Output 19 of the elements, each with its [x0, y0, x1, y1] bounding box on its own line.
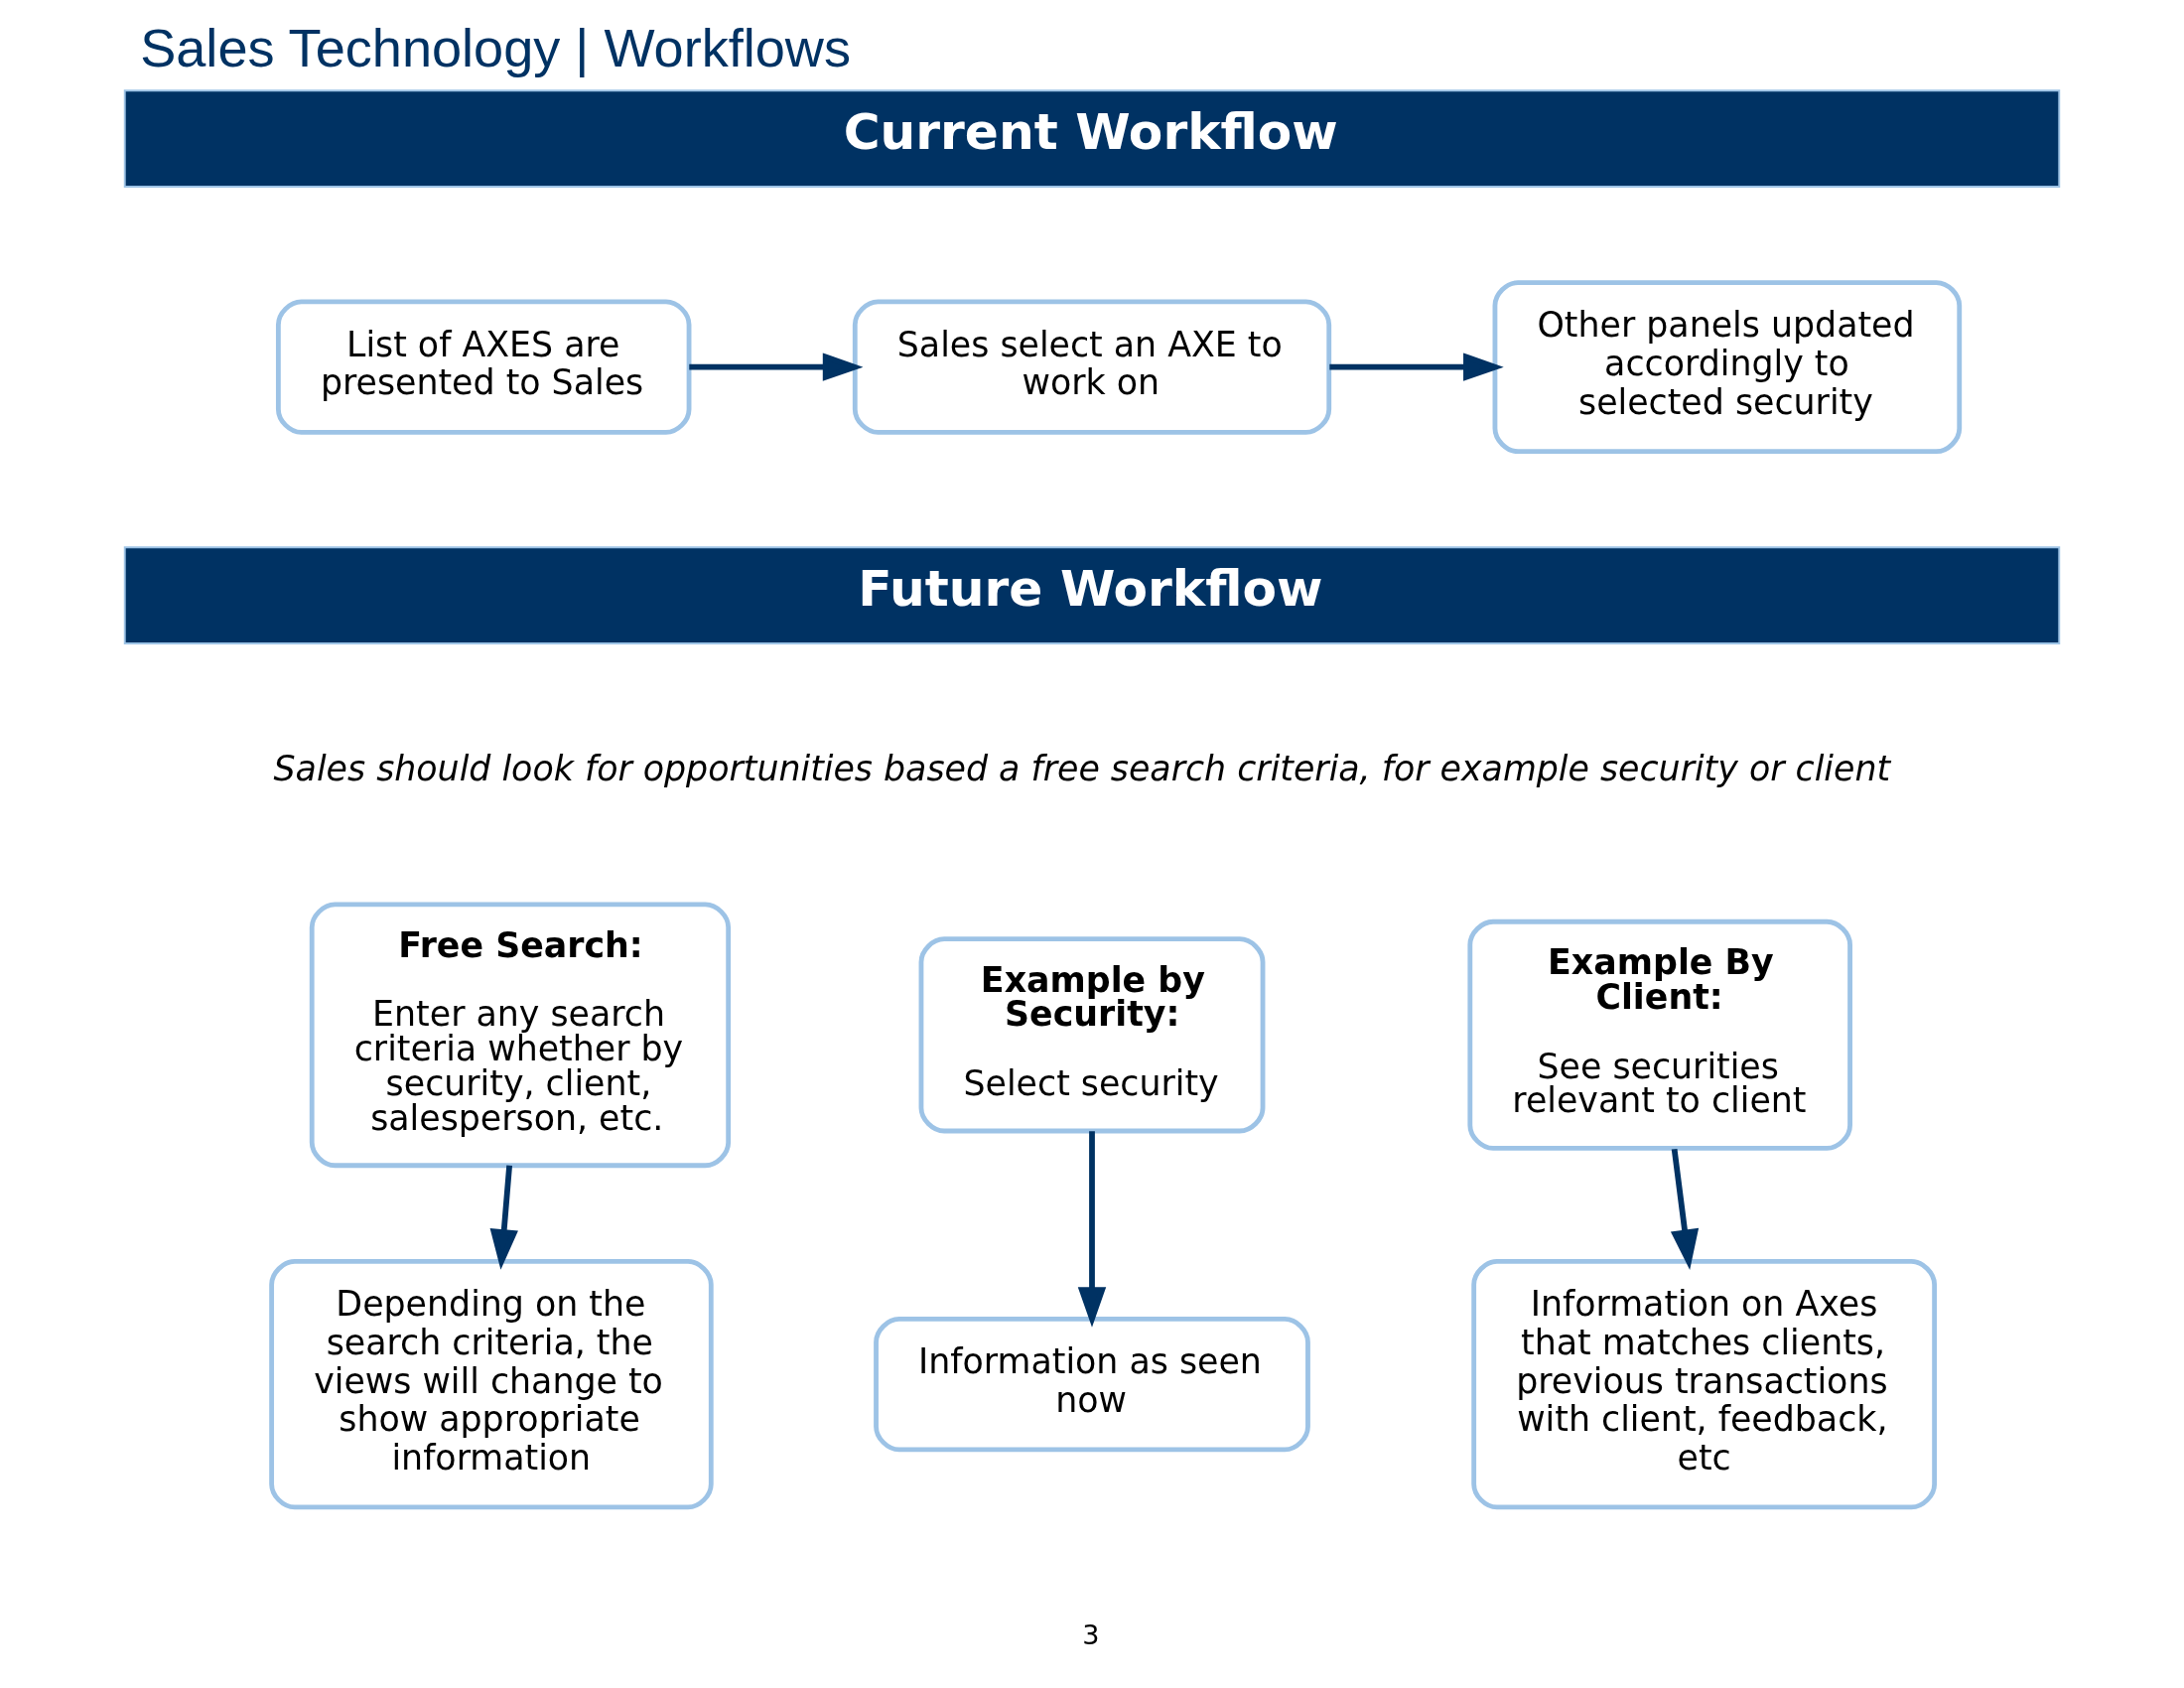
node-box: Current Workflow: [123, 89, 2061, 188]
diagram-title: Sales Technology | Workflows: [140, 17, 852, 77]
arrow: [489, 1165, 518, 1270]
node-box: Example By Client: See securities relevant to client: [1467, 918, 1852, 1151]
arrow: [1329, 352, 1504, 381]
node-box: Depending on the search criteria, the views will change to show appropriate information: [269, 1259, 714, 1510]
arrow: [689, 352, 864, 381]
arrow: [1670, 1148, 1700, 1270]
arrow: [1077, 1131, 1107, 1328]
label: Sales should look for opportunities based a free search criteria, for example security or client: [273, 749, 1891, 789]
node-box: Future Workflow: [123, 546, 2061, 644]
node-box: Information on Axes that matches clients, previous transactions with client, feedback, etc: [1471, 1259, 1938, 1510]
node-box: List of AXES are presented to Sales: [275, 299, 692, 435]
node-box: Example by Security: Select security: [918, 936, 1266, 1134]
node-box: Other panels updated accordingly to selected security: [1492, 280, 1963, 455]
label: 3: [1082, 1619, 1100, 1651]
node-box: Free Search: Enter any search criteria whether by security, client, salesperson, etc.: [309, 902, 732, 1169]
node-box: Sales select an AXE to work on: [852, 299, 1332, 435]
node-box: Information as seen now: [874, 1317, 1310, 1453]
